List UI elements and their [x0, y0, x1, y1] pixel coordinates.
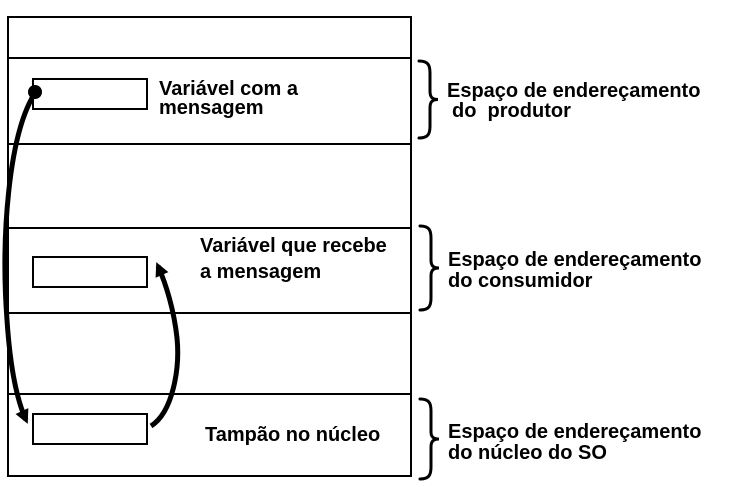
consumer-message-box — [32, 256, 148, 288]
kernel-buffer-label-line1: Tampão no núcleo — [205, 424, 381, 446]
section-divider — [7, 393, 412, 395]
brace-consumer-space — [418, 224, 440, 312]
section-divider — [7, 57, 412, 59]
producer-space-label-line2: do produtor — [452, 100, 571, 122]
producer-message-box — [32, 78, 148, 110]
consumer-variable-label-line1: Variável que recebe — [200, 235, 387, 257]
producer-variable-label-line1: Variável com a — [159, 78, 298, 100]
consumer-variable-label: Variável que recebe a mensagem — [200, 233, 387, 285]
consumer-space-label-line2: do consumidor — [448, 270, 593, 292]
kernel-space-label: Espaço de endereçamento do núcleo do SO — [448, 422, 701, 464]
section-divider — [7, 143, 412, 145]
section-divider — [7, 227, 412, 229]
kernel-buffer-label: Tampão no núcleo — [205, 425, 380, 445]
consumer-variable-label-line2: a mensagem — [200, 261, 322, 283]
kernel-buffer-box — [32, 413, 148, 445]
brace-producer-space — [417, 59, 439, 140]
producer-space-label: Espaço de endereçamento do produtor — [447, 81, 700, 121]
producer-space-label-line1: Espaço de endereçamento — [447, 80, 701, 102]
consumer-space-label: Espaço de endereçamento do consumidor — [448, 250, 701, 292]
kernel-space-label-line1: Espaço de endereçamento — [448, 421, 702, 443]
producer-variable-label: Variável com a mensagem — [159, 78, 298, 119]
producer-variable-label-line2: mensagem — [159, 97, 264, 119]
section-divider — [7, 312, 412, 314]
consumer-space-label-line1: Espaço de endereçamento — [448, 249, 702, 271]
brace-kernel-space — [418, 397, 440, 481]
kernel-space-label-line2: do núcleo do SO — [448, 442, 607, 464]
